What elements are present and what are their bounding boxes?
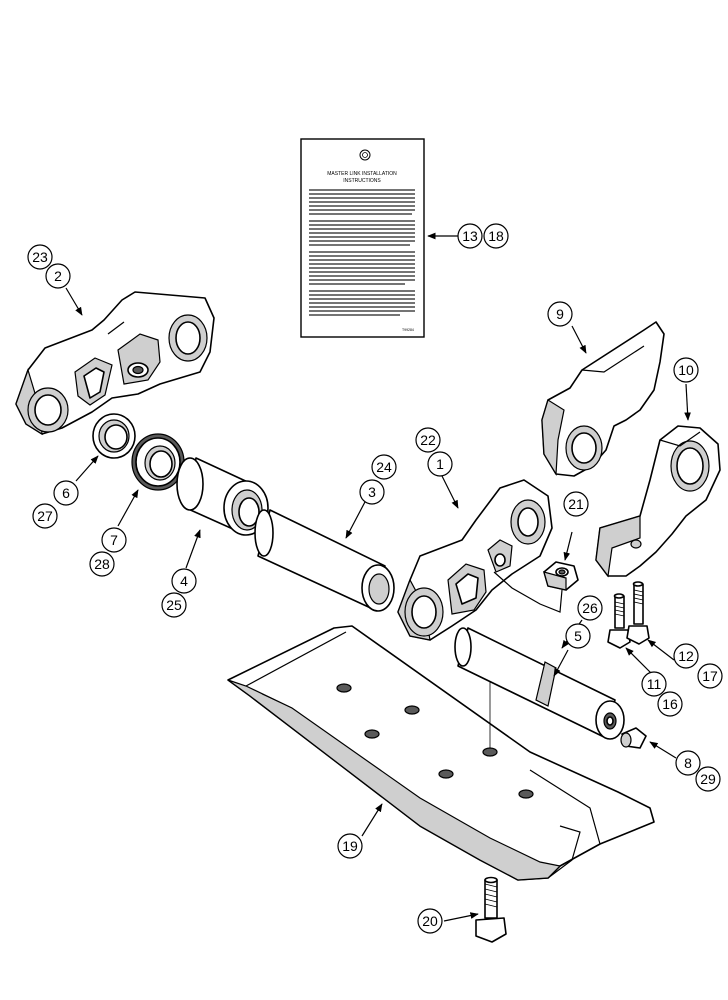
svg-text:2: 2 <box>54 268 62 284</box>
link-half-upper <box>541 321 665 477</box>
nut <box>543 561 579 591</box>
callout-2: 2 <box>45 263 71 289</box>
svg-text:8: 8 <box>684 755 692 771</box>
svg-text:5: 5 <box>574 628 582 644</box>
card-code: T99284 <box>402 328 414 332</box>
callout-12: 12 <box>673 643 699 669</box>
svg-text:17: 17 <box>702 668 718 684</box>
callout-18: 18 <box>483 223 509 249</box>
svg-text:25: 25 <box>166 597 182 613</box>
svg-text:26: 26 <box>582 600 598 616</box>
svg-text:13: 13 <box>462 228 478 244</box>
callout-20: 20 <box>417 908 443 934</box>
callout-17: 17 <box>697 663 723 689</box>
callout-3: 3 <box>359 479 385 505</box>
master-pin <box>454 627 625 740</box>
svg-text:28: 28 <box>94 556 110 572</box>
svg-text:10: 10 <box>678 362 694 378</box>
bolt-short <box>607 593 631 649</box>
callout-13: 13 <box>457 223 483 249</box>
svg-text:9: 9 <box>556 306 564 322</box>
callout-24: 24 <box>371 454 397 480</box>
callout-25: 25 <box>161 592 187 618</box>
svg-text:27: 27 <box>37 508 53 524</box>
link-half-lower <box>595 425 721 578</box>
card-title-line2: INSTRUCTIONS <box>343 178 381 184</box>
svg-text:6: 6 <box>62 485 70 501</box>
svg-text:7: 7 <box>110 532 118 548</box>
bushing <box>176 457 269 536</box>
svg-text:22: 22 <box>420 432 436 448</box>
svg-text:11: 11 <box>647 676 662 692</box>
plug <box>620 727 647 749</box>
left-track-link <box>15 291 215 436</box>
callout-23: 23 <box>27 244 53 270</box>
callout-5: 5 <box>565 623 591 649</box>
callout-16: 16 <box>657 691 683 717</box>
svg-text:4: 4 <box>180 573 188 589</box>
svg-text:23: 23 <box>32 249 48 265</box>
callout-21: 21 <box>563 491 589 517</box>
callout-28: 28 <box>89 551 115 577</box>
callout-10: 10 <box>673 357 699 383</box>
callout-22: 22 <box>415 427 441 453</box>
svg-text:3: 3 <box>368 484 376 500</box>
track-pin <box>254 509 395 612</box>
callout-9: 9 <box>547 301 573 327</box>
callout-19: 19 <box>337 833 363 859</box>
callout-4: 4 <box>171 568 197 594</box>
track-shoe <box>227 625 655 881</box>
instruction-card: MASTER LINK INSTALLATION INSTRUCTIONS <box>300 138 425 338</box>
callout-27: 27 <box>32 503 58 529</box>
seal-ring-small <box>92 413 136 459</box>
callout-6: 6 <box>53 480 79 506</box>
seal-ring-large <box>131 433 185 491</box>
callout-29: 29 <box>695 766 721 792</box>
callout-11: 11 <box>641 671 667 697</box>
callout-7: 7 <box>101 527 127 553</box>
svg-text:24: 24 <box>376 459 392 475</box>
card-title-line1: MASTER LINK INSTALLATION <box>327 171 397 177</box>
card-text-block <box>309 189 415 316</box>
svg-text:20: 20 <box>422 913 438 929</box>
callout-8: 8 <box>675 750 701 776</box>
callout-26: 26 <box>577 595 603 621</box>
nut-connector-line <box>493 571 563 613</box>
svg-text:21: 21 <box>568 496 584 512</box>
callout-1: 1 <box>427 451 453 477</box>
leader-lines <box>65 232 691 922</box>
svg-text:18: 18 <box>488 228 504 244</box>
svg-text:16: 16 <box>662 696 678 712</box>
svg-text:1: 1 <box>436 456 444 472</box>
svg-text:19: 19 <box>342 838 358 854</box>
shoe-bolt <box>475 876 507 943</box>
bolt-long <box>626 581 650 645</box>
svg-text:12: 12 <box>678 648 694 664</box>
svg-text:29: 29 <box>700 771 716 787</box>
center-track-link <box>397 479 553 641</box>
